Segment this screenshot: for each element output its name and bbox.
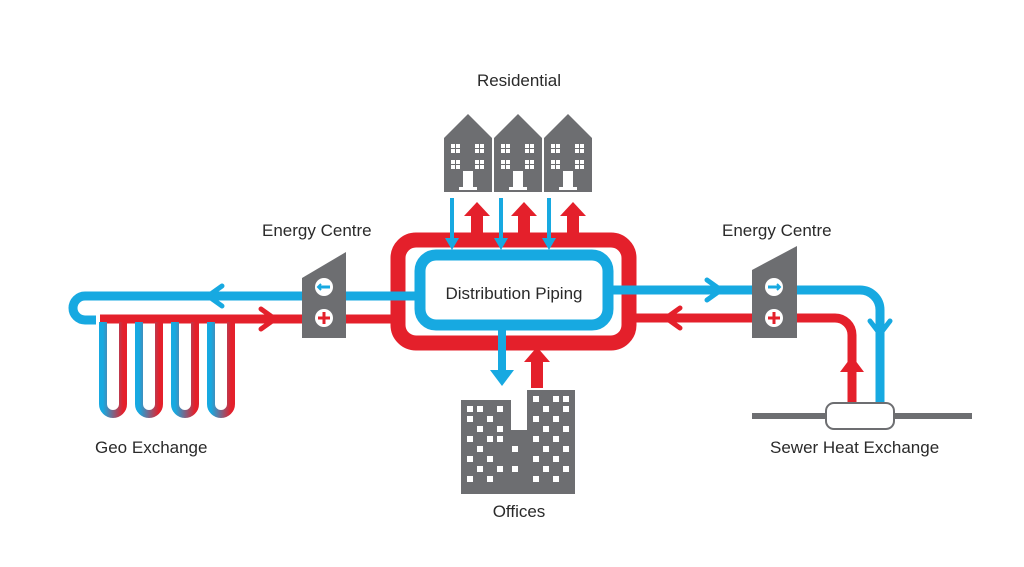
up-arrow-icon <box>464 202 490 240</box>
sewer-heat-exchange <box>752 402 972 430</box>
up-arrow-icon <box>524 347 550 388</box>
energy-centre-right <box>752 246 797 338</box>
up-arrow-icon <box>560 202 586 240</box>
right-arrow-icon <box>704 277 724 303</box>
up-arrow-icon <box>511 202 537 240</box>
right-red-pipe <box>625 313 857 404</box>
right-pipes <box>612 277 893 404</box>
office-lobby <box>505 430 531 494</box>
distribution-loop-blue <box>414 249 614 331</box>
geo-loop <box>99 322 127 418</box>
residential-buildings <box>444 114 592 192</box>
down-arrow-icon <box>494 198 508 250</box>
left-arrow-icon <box>663 305 683 331</box>
energy-centre-left-label: Energy Centre <box>262 221 372 240</box>
down-arrow-icon <box>542 198 556 250</box>
left-arrow-icon <box>205 283 225 309</box>
geo-loop <box>171 322 199 418</box>
energy-centre-right-label: Energy Centre <box>722 221 832 240</box>
house-icon <box>494 114 542 192</box>
distribution-loop: Distribution Piping <box>390 232 637 351</box>
office-windows <box>467 396 569 482</box>
distribution-piping-label: Distribution Piping <box>445 284 582 303</box>
heat-exchanger-unit <box>825 402 895 430</box>
house-icon <box>444 114 492 192</box>
offices-label: Offices <box>493 502 546 521</box>
right-blue-pipe <box>612 285 885 404</box>
residential-flows <box>445 198 586 250</box>
right-arrow-icon <box>258 306 278 332</box>
geo-loop <box>135 322 163 418</box>
geo-exchange-label: Geo Exchange <box>95 438 207 457</box>
office-buildings <box>461 390 575 494</box>
energy-centre-left <box>302 252 346 338</box>
left-pipes <box>68 283 415 332</box>
down-arrow-icon <box>867 318 893 337</box>
sewer-heat-exchange-label: Sewer Heat Exchange <box>770 438 939 457</box>
down-arrow-icon <box>490 330 514 386</box>
geo-loop <box>207 322 235 418</box>
geo-exchange-loops <box>99 322 235 418</box>
up-arrow-icon <box>840 356 864 372</box>
down-arrow-icon <box>445 198 459 250</box>
offices-flows <box>490 330 550 388</box>
house-icon <box>544 114 592 192</box>
left-blue-pipe <box>68 291 415 325</box>
residential-label: Residential <box>477 71 561 90</box>
